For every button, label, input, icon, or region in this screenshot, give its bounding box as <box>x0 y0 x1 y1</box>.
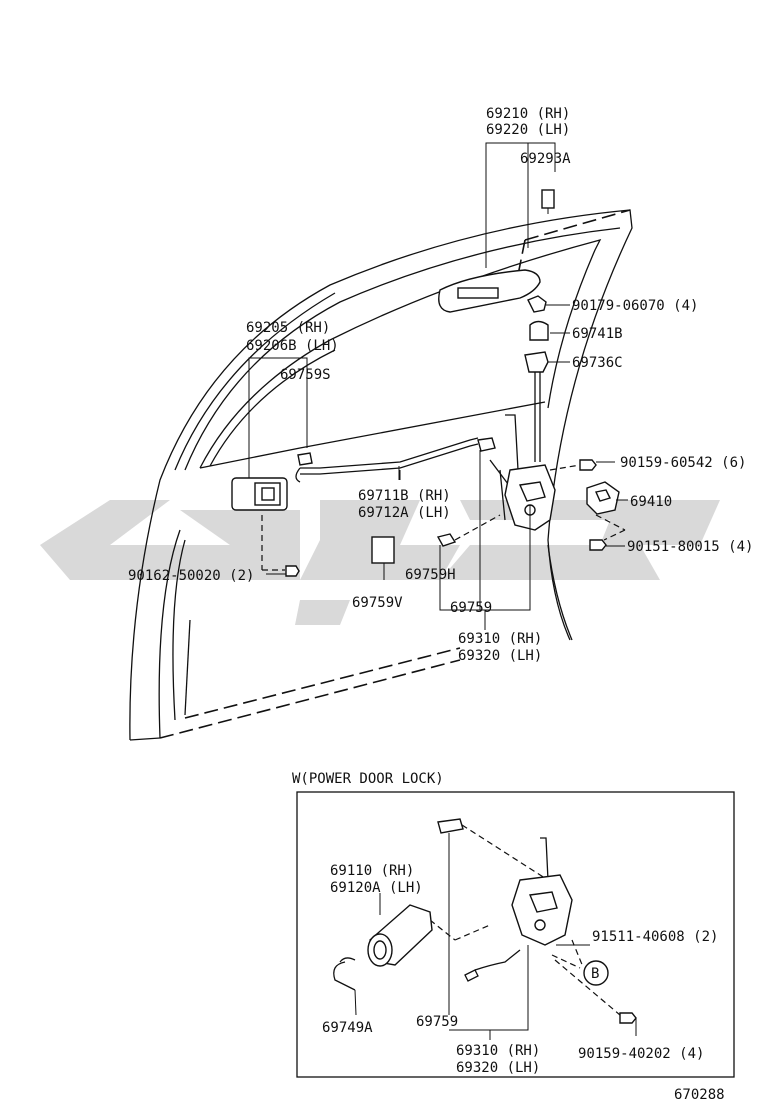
inset-label-69749A: 69749A <box>322 1020 373 1036</box>
rod-clip <box>297 452 313 466</box>
label-90151: 90151-80015 (4) <box>627 539 753 555</box>
label-69320: 69320 (LH) <box>458 648 542 664</box>
lock-cover <box>371 536 395 564</box>
label-90162: 90162-50020 (2) <box>128 568 254 584</box>
inset-label-69110: 69110 (RH) <box>330 863 414 879</box>
inset-screw-90159 <box>619 1012 637 1024</box>
inset-rod-clip <box>437 818 464 834</box>
label-69712A: 69712A (LH) <box>358 505 451 521</box>
label-69205: 69205 (RH) <box>246 320 330 336</box>
marker-b-circle <box>583 960 609 986</box>
label-69759H: 69759H <box>405 567 456 583</box>
inset-label-91511: 91511-40608 (2) <box>592 929 718 945</box>
screw-90159 <box>579 459 597 471</box>
label-69410: 69410 <box>630 494 672 510</box>
outside-handle-group <box>438 142 570 462</box>
inset-label-69759: 69759 <box>416 1014 458 1030</box>
handle-rod-clip <box>541 189 555 209</box>
power-door-lock-inset: W(POWER DOOR LOCK) B 69110 (RH) 69120A ( <box>292 771 735 1078</box>
label-69210: 69210 (RH) <box>486 106 570 122</box>
label-69220: 69220 (LH) <box>486 122 570 138</box>
label-69310: 69310 (RH) <box>458 631 542 647</box>
label-69293A: 69293A <box>520 151 571 167</box>
inset-label-90159-40202: 90159-40202 (4) <box>578 1046 704 1062</box>
striker-group <box>586 481 628 551</box>
label-69759S: 69759S <box>280 367 331 383</box>
marker-b: B <box>591 966 599 982</box>
inset-title: W(POWER DOOR LOCK) <box>292 771 444 787</box>
diagram-number: 670288 <box>674 1087 725 1103</box>
rod-clip-top <box>477 437 496 452</box>
lock-cylinder <box>524 351 549 373</box>
label-69759V: 69759V <box>352 595 403 611</box>
lock-cylinder-cover <box>529 320 549 341</box>
inset-label-69120A: 69120A (LH) <box>330 880 423 896</box>
label-90159-60542: 90159-60542 (6) <box>620 455 746 471</box>
label-69736C: 69736C <box>572 355 623 371</box>
handle-nut <box>527 295 547 313</box>
motor-clamp <box>333 961 356 991</box>
label-69206B: 69206B (LH) <box>246 338 339 354</box>
lock-assembly <box>371 414 615 630</box>
label-69759: 69759 <box>450 600 492 616</box>
screw-90162 <box>285 565 300 577</box>
label-69711B: 69711B (RH) <box>358 488 451 504</box>
inset-label-69320: 69320 (LH) <box>456 1060 540 1076</box>
inset-label-69310: 69310 (RH) <box>456 1043 540 1059</box>
label-90179: 90179-06070 (4) <box>572 298 698 314</box>
screw-90151 <box>589 539 607 551</box>
rod-guide <box>436 533 457 547</box>
inside-handle-group <box>231 357 479 577</box>
door-outline <box>129 209 633 741</box>
label-69741B: 69741B <box>572 326 623 342</box>
